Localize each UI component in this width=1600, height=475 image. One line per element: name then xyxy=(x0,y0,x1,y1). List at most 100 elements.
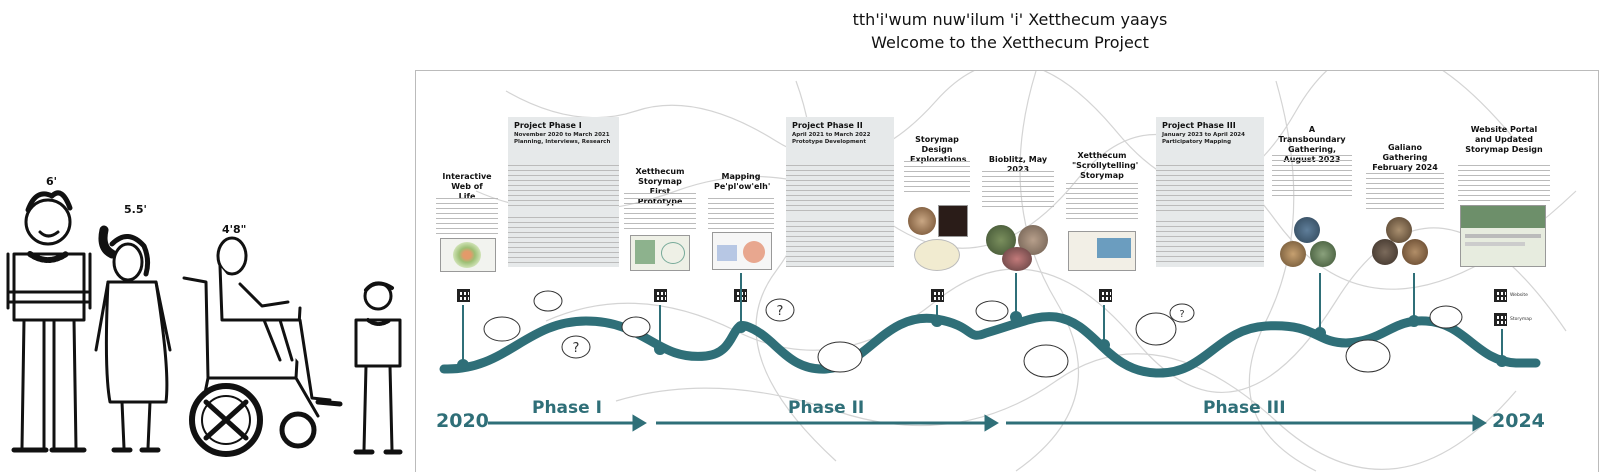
card-text xyxy=(982,171,1054,207)
page-title: tth'i'wum nuw'ilum 'i' Xetthecum yaays W… xyxy=(780,8,1240,54)
website-thumbnail xyxy=(1460,205,1546,267)
timeline-node xyxy=(1098,339,1110,351)
card-galiano: Galiano Gathering February 2024 xyxy=(1366,139,1444,273)
card-bioblitz: Bioblitz, May 2023 xyxy=(982,151,1054,273)
galiano-photo-1 xyxy=(1386,217,1412,243)
design-image-2 xyxy=(938,205,968,237)
question-mark-icon: ? xyxy=(777,304,784,319)
end-year: 2024 xyxy=(1492,410,1545,432)
card-title: Galiano Gathering February 2024 xyxy=(1372,143,1438,172)
design-image-1 xyxy=(908,207,936,235)
thought-bubble xyxy=(1023,344,1069,378)
card-website: Website Portal and Updated Storymap Desi… xyxy=(1458,121,1550,273)
card-text xyxy=(1366,173,1444,213)
card-storymap-design: Storymap Design Explorations xyxy=(904,131,970,273)
card-transboundary: A Transboundary Gathering, August 2023 xyxy=(1272,121,1352,273)
galiano-photo-2 xyxy=(1372,239,1398,265)
phase3-focus: Participatory Mapping xyxy=(1162,139,1232,145)
people-drawing xyxy=(6,190,403,457)
card-text xyxy=(508,217,619,265)
card-title: Storymap Design Explorations xyxy=(910,135,967,164)
gathering-photo-1 xyxy=(1294,217,1320,243)
qr-code[interactable] xyxy=(1099,289,1112,302)
thought-bubble xyxy=(975,300,1009,322)
thought-bubble xyxy=(765,298,795,322)
card-text xyxy=(708,198,774,230)
qr-code-website[interactable] xyxy=(1494,289,1507,302)
card-mapping: Mapping Pe'pl'ow'elh' xyxy=(708,168,774,273)
timeline-node xyxy=(1314,327,1326,339)
card-title: Interactive Web of Life xyxy=(442,172,492,201)
phase-arrow-row: 2020 Phase I Phase II Phase III 2024 xyxy=(416,398,1598,436)
thought-bubble xyxy=(817,341,863,373)
timeline-node xyxy=(1408,315,1420,327)
gathering-photo-3 xyxy=(1310,241,1336,267)
qr-label-storymap: Storymap xyxy=(1510,317,1532,322)
phase3-arrowhead xyxy=(1472,414,1487,432)
card-phase-2: Project Phase II April 2021 to March 202… xyxy=(786,117,894,267)
card-text xyxy=(436,198,498,234)
gathering-photo-2 xyxy=(1280,241,1306,267)
phase-label-1: Phase I xyxy=(532,398,602,418)
card-text xyxy=(624,193,696,229)
qr-code-storymap[interactable] xyxy=(1494,313,1507,326)
thought-bubble xyxy=(1169,303,1195,323)
card-text xyxy=(1272,155,1352,197)
height-label-5-5ft: 5.5' xyxy=(124,203,147,216)
phase1-focus: Planning, Interviews, Research xyxy=(514,139,611,145)
timeline-node xyxy=(654,343,666,355)
timeline-node xyxy=(735,321,747,333)
card-storymap-first: Xetthecum Storymap First Prototype xyxy=(624,163,696,273)
phase2-focus: Prototype Development xyxy=(792,139,866,145)
phase-label-3: Phase III xyxy=(1203,398,1286,418)
phase-label-2: Phase II xyxy=(788,398,865,418)
title-native: tth'i'wum nuw'ilum 'i' Xetthecum yaays xyxy=(852,10,1168,29)
mapping-thumbnail xyxy=(712,232,772,270)
thought-bubble xyxy=(1345,339,1391,373)
bioblitz-photo-3 xyxy=(1002,247,1032,271)
card-title: Xetthecum "Scrollytelling" Storymap xyxy=(1072,151,1138,180)
scrollytelling-thumbnail xyxy=(1068,231,1136,271)
phase2-dates: April 2021 to March 2022 xyxy=(792,132,871,138)
card-web-of-life: Interactive Web of Life xyxy=(436,168,498,274)
qr-code[interactable] xyxy=(654,289,667,302)
qr-code[interactable] xyxy=(457,289,470,302)
galiano-photo-3 xyxy=(1402,239,1428,265)
timeline-board: Interactive Web of Life Project Phase I … xyxy=(415,70,1599,472)
thought-bubble xyxy=(561,335,591,359)
thought-bubble xyxy=(621,316,651,338)
card-text xyxy=(904,161,970,193)
storymap-first-thumbnail xyxy=(630,235,690,271)
phase3-dates: January 2023 to April 2024 xyxy=(1162,132,1245,138)
card-text xyxy=(786,221,894,267)
card-phase-1: Project Phase I November 2020 to March 2… xyxy=(508,117,619,267)
timeline-node xyxy=(457,359,469,371)
thought-bubble xyxy=(1135,312,1177,346)
phase1-arrowhead xyxy=(632,414,647,432)
card-title: Mapping Pe'pl'ow'elh' xyxy=(714,172,771,191)
card-title: Website Portal and Updated Storymap Desi… xyxy=(1465,125,1543,154)
card-text xyxy=(1156,221,1264,265)
height-label-4-8ft: 4'8" xyxy=(222,223,247,236)
card-text xyxy=(786,165,894,213)
thought-bubble xyxy=(1429,305,1463,329)
height-label-6ft: 6' xyxy=(46,175,58,188)
question-mark-icon: ? xyxy=(1179,309,1184,320)
design-image-3 xyxy=(914,239,960,271)
start-year: 2020 xyxy=(436,410,489,432)
timeline-node xyxy=(1010,311,1022,323)
card-text xyxy=(508,165,619,209)
card-title: Project Phase I xyxy=(514,121,582,130)
card-title: Bioblitz, May 2023 xyxy=(988,155,1048,174)
qr-code[interactable] xyxy=(931,289,944,302)
card-phase-3: Project Phase III January 2023 to April … xyxy=(1156,117,1264,267)
card-scrollytelling: Xetthecum "Scrollytelling" Storymap xyxy=(1066,147,1138,273)
timeline-node xyxy=(1496,355,1508,367)
question-mark-icon: ? xyxy=(573,341,580,356)
thought-bubble xyxy=(483,316,521,342)
phase2-arrowhead xyxy=(984,414,999,432)
title-english: Welcome to the Xetthecum Project xyxy=(871,33,1149,52)
timeline-path xyxy=(439,312,1541,378)
card-title: Project Phase II xyxy=(792,121,863,130)
qr-label-website: Website xyxy=(1510,293,1528,298)
